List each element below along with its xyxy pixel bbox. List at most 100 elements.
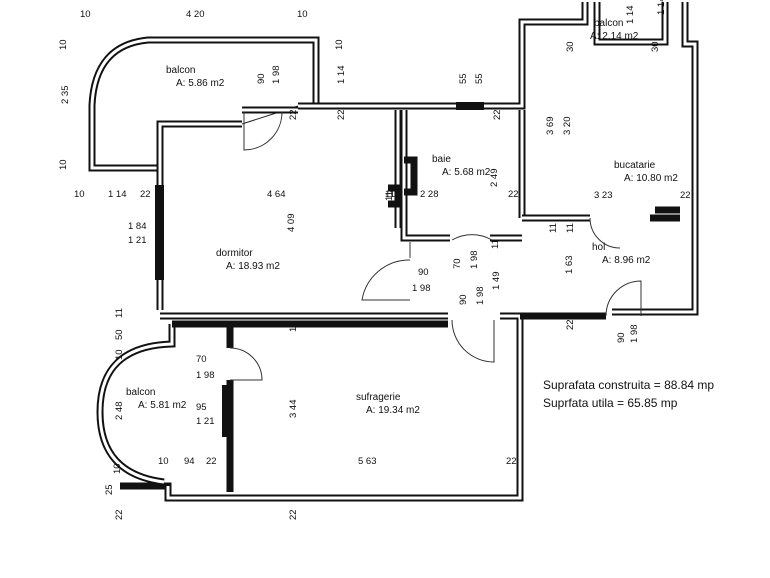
door-swings (229, 111, 642, 381)
dimension-label: 22 (288, 109, 299, 120)
room-dormitor-name: dormitor (216, 248, 253, 259)
dimension-label: 1 98 (412, 283, 431, 294)
dimension-label: 3 69 (545, 117, 556, 136)
dimension-label: 1 21 (196, 416, 215, 427)
balcony-nw-wall (88, 36, 320, 172)
dimension-label: 1 98 (271, 66, 282, 85)
room-balcon-ne-name: balcon (594, 18, 623, 29)
dimension-label: 22 (114, 509, 125, 520)
dimension-label: 25 (104, 484, 115, 495)
dimension-label: 70 (196, 354, 207, 365)
dimension-label: 11 (288, 322, 299, 332)
dimension-label: 1 98 (196, 370, 215, 381)
dimension-label: 1 63 (564, 256, 575, 275)
dimension-label: 3 44 (288, 400, 299, 419)
dimension-label: 90 (256, 73, 267, 84)
room-labels: balcon A: 5.86 m2 balcon A: 2.14 m2 baie… (126, 18, 678, 416)
dimension-label: 1 98 (629, 325, 640, 344)
dimension-label: 50 (114, 329, 125, 340)
window-north (456, 102, 484, 110)
door-kitchen (589, 217, 621, 249)
dimension-label: 94 (184, 456, 195, 467)
dimension-label: 1 84 (128, 221, 147, 232)
dimension-label: 22 (206, 456, 217, 467)
dimension-label: 1 98 (469, 251, 480, 270)
dimension-label: 11 (565, 223, 576, 233)
dimension-label: 1 14 (336, 66, 347, 85)
dimension-label: 22 (506, 456, 517, 467)
dimension-label: 30 (650, 41, 661, 52)
room-bucatarie-name: bucatarie (614, 160, 656, 171)
dimension-label: 10 (114, 349, 125, 360)
dimension-label: 5 63 (358, 456, 377, 467)
dimension-label: 1 49 (491, 272, 502, 291)
dimension-label: 10 (158, 456, 169, 467)
room-balcon-ne-area: A: 2.14 m2 (590, 31, 639, 42)
dimension-label: 10 (80, 9, 91, 20)
dimension-label: 4 09 (286, 214, 297, 233)
dimension-label: 10 (58, 159, 69, 170)
dimension-label: 22 (492, 109, 503, 120)
area-summary: Suprafata construita = 88.84 mp Suprfata… (543, 378, 714, 410)
dimension-label: 11 (548, 223, 559, 233)
room-dormitor-area: A: 18.93 m2 (226, 261, 280, 272)
dimension-label: 1 14 (625, 6, 636, 25)
dimension-label: 10 (74, 189, 85, 200)
dimension-label: 11 (385, 189, 395, 200)
dimension-label: 70 (452, 258, 463, 269)
room-baie-name: baie (432, 154, 451, 165)
room-hol-area: A: 8.96 m2 (602, 255, 651, 266)
dimension-label: 2 49 (489, 169, 500, 188)
door-entrance (605, 280, 642, 317)
room-bucatarie-area: A: 10.80 m2 (624, 173, 678, 184)
dimension-label: 90 (418, 267, 429, 278)
dimension-label: 22 (336, 109, 347, 120)
room-sufragerie-name: sufragerie (356, 392, 401, 403)
dimension-label: 1 21 (128, 235, 147, 246)
dimension-label: 2 28 (420, 189, 439, 200)
door-bath (451, 234, 493, 241)
dimension-label: 2 35 (60, 86, 71, 105)
dimension-label: 11 (490, 239, 501, 249)
dimension-label: 10 (112, 463, 123, 474)
room-hol-name: hol (592, 242, 605, 253)
dimension-label: 1 14 (656, 0, 667, 15)
dimension-label: 4 20 (186, 9, 205, 20)
dimension-label: 22 (508, 189, 519, 200)
door-balcony-sw (229, 347, 263, 381)
dimension-label: 10 (297, 9, 308, 20)
walls (88, 2, 699, 502)
dimension-label: 22 (680, 190, 691, 201)
dimension-label: 11 (114, 308, 125, 318)
dimension-label: 10 (58, 39, 69, 50)
dimension-label: 22 (288, 509, 299, 520)
window-bedroom (155, 185, 164, 280)
summary-utila: Suprfata utila = 65.85 mp (543, 396, 678, 410)
dimension-label: 30 (565, 41, 576, 52)
door-balcony-nw (243, 111, 283, 151)
dimension-label: 1 98 (475, 287, 486, 306)
dimension-label: 4 64 (267, 189, 286, 200)
dimension-label: 2 48 (114, 402, 125, 421)
dimension-label: 95 (196, 402, 207, 413)
dimension-label: 11 (384, 191, 395, 201)
dimension-label: 90 (616, 332, 627, 343)
room-sufragerie-area: A: 19.34 m2 (366, 405, 420, 416)
dimension-label: 22 (140, 189, 151, 200)
dimension-label: 3 20 (562, 117, 573, 136)
room-balcon-sw-area: A: 5.81 m2 (138, 400, 187, 411)
dimension-label: 3 23 (594, 190, 613, 201)
window-living (222, 385, 231, 437)
dimension-label: 55 (458, 73, 469, 84)
dimension-label: 1 14 (108, 189, 127, 200)
dimension-label: 22 (565, 319, 576, 330)
room-balcon-nw-name: balcon (166, 65, 195, 76)
room-balcon-nw-area: A: 5.86 m2 (176, 78, 225, 89)
door-bedroom (361, 242, 411, 301)
dimension-label: 90 (458, 294, 469, 305)
dimension-label: 55 (474, 73, 485, 84)
summary-construita: Suprafata construita = 88.84 mp (543, 378, 714, 392)
